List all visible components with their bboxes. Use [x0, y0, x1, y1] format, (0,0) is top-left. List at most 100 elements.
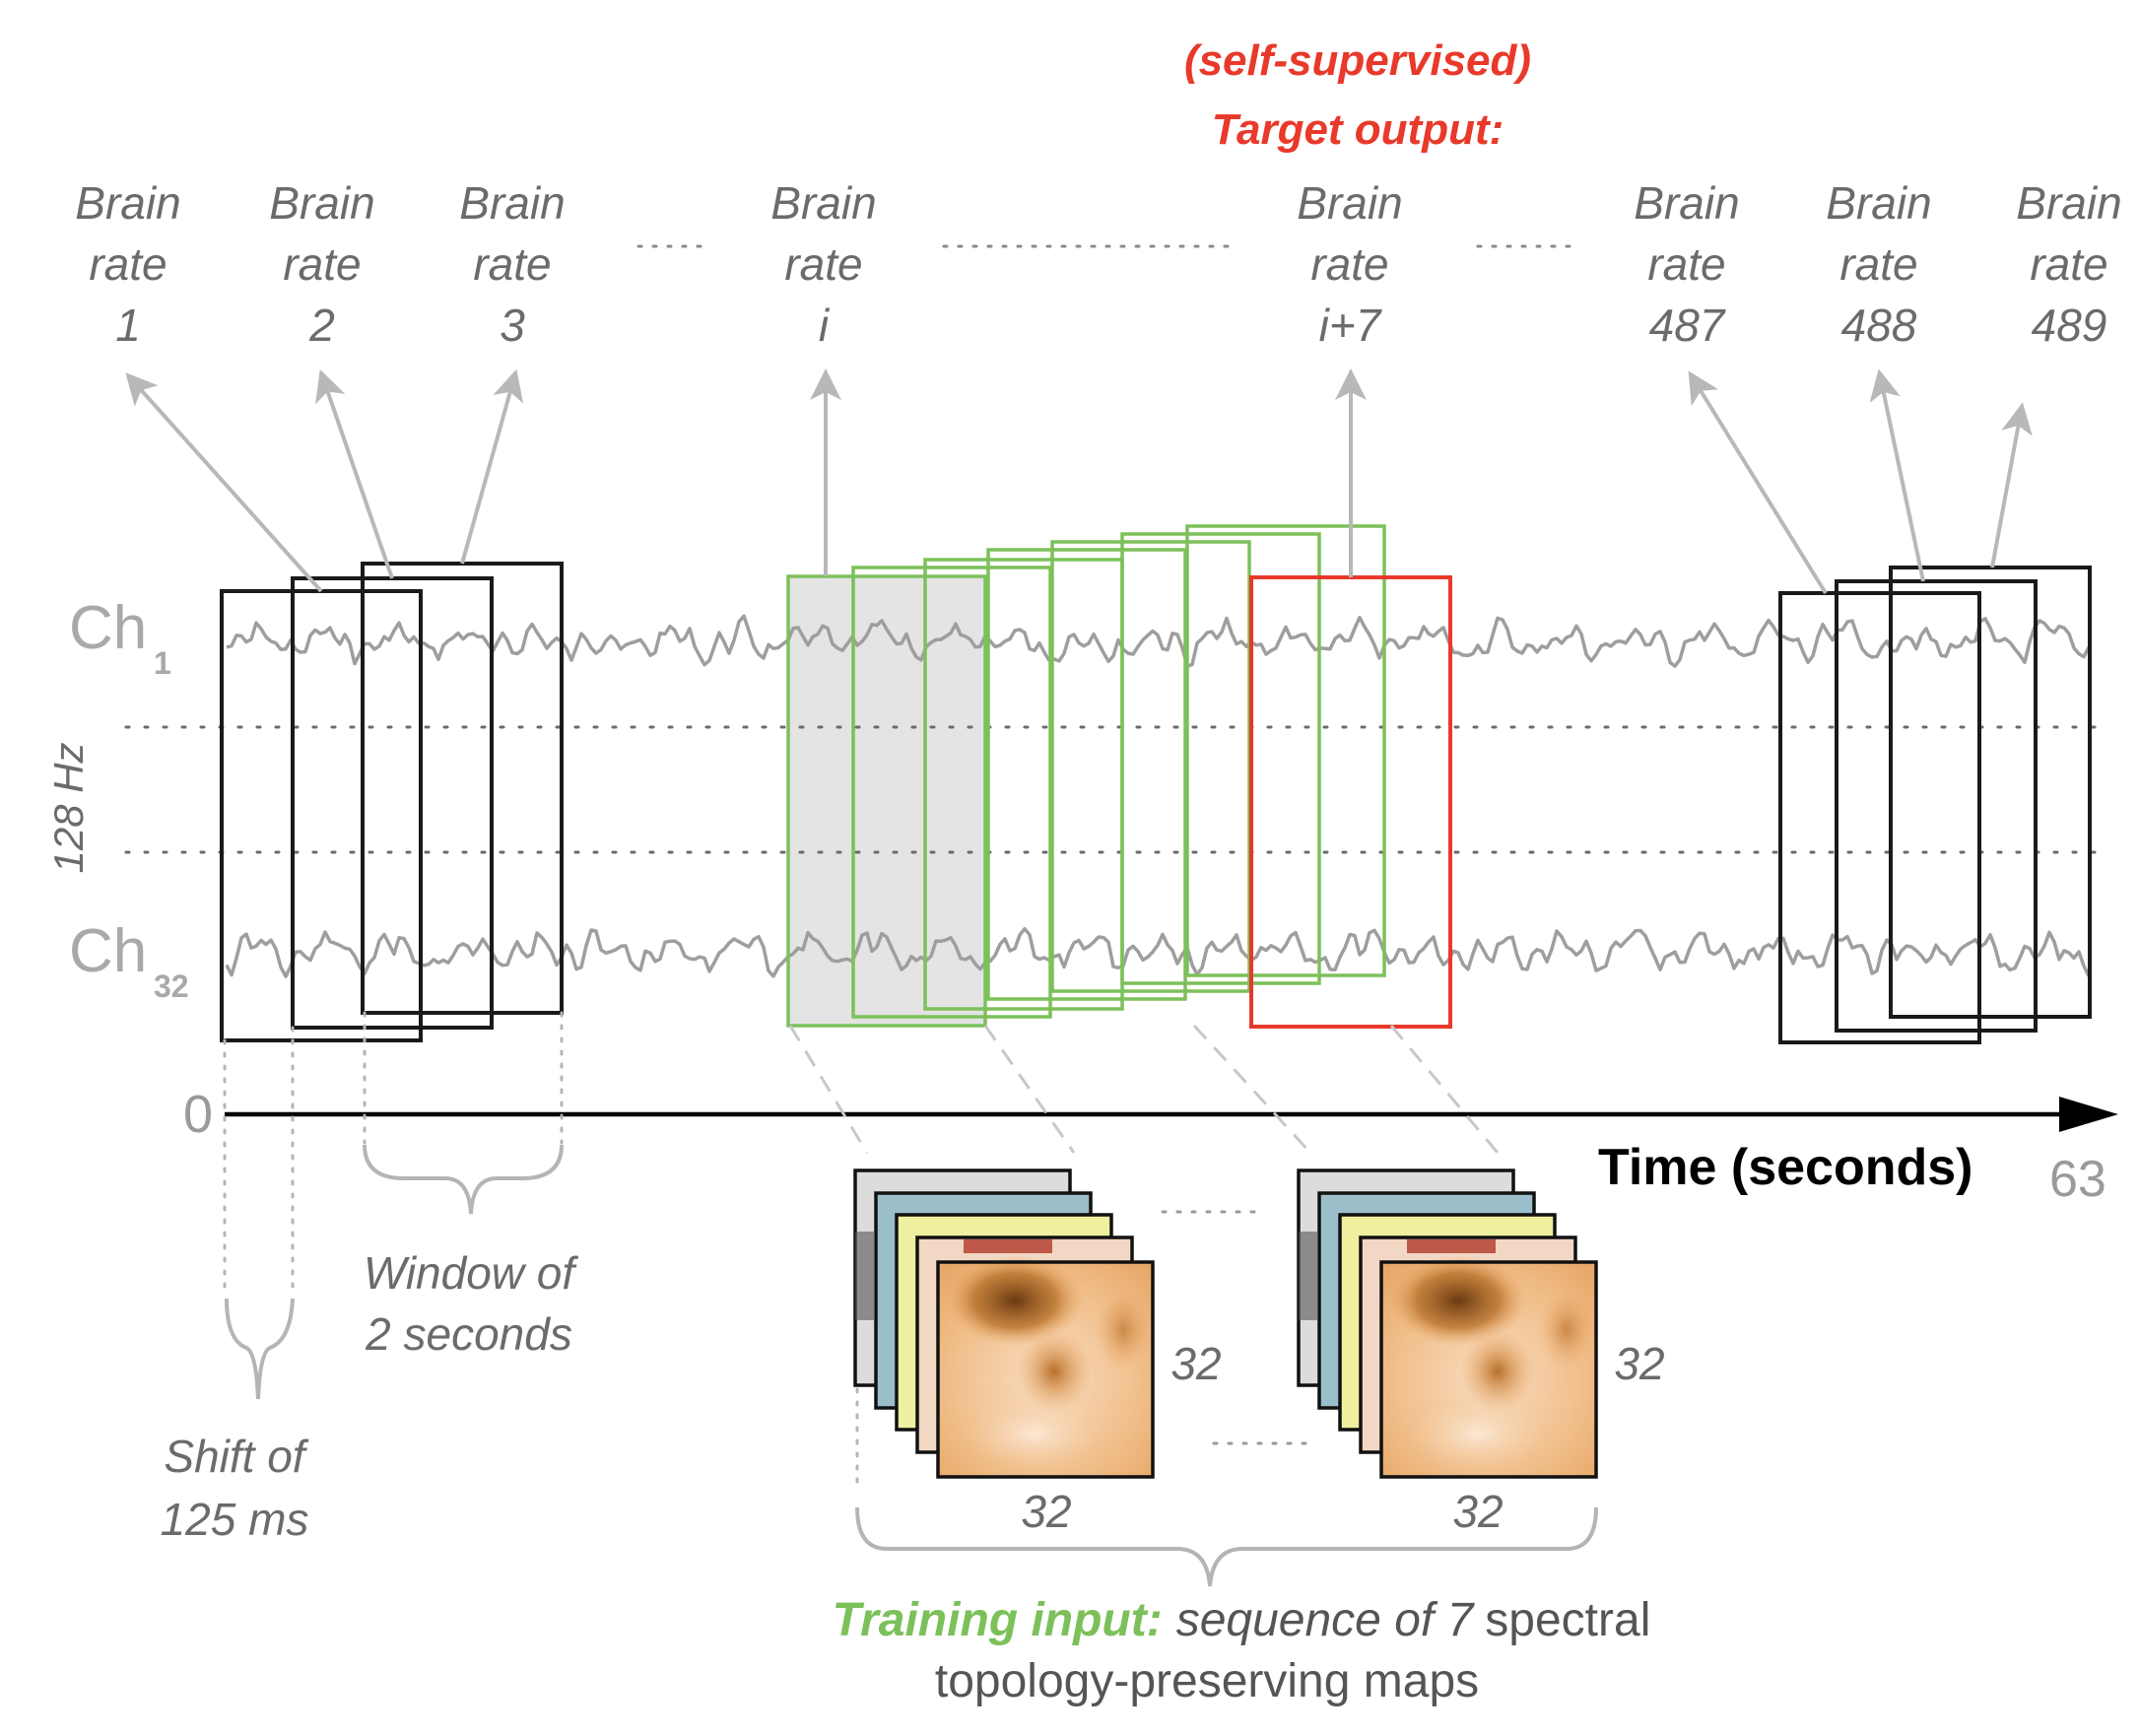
shift-brace — [225, 1298, 295, 1400]
sampling-rate-label: 128 Hz — [45, 742, 92, 873]
eeg-trace-ch1 — [226, 614, 2091, 668]
window-487 — [1778, 591, 1981, 1044]
brain-word: Brain — [459, 177, 565, 229]
target-window — [1249, 575, 1452, 1029]
map-front-1 — [936, 1255, 1155, 1479]
projection-line-4 — [1389, 1025, 1500, 1154]
rate-word: rate — [1839, 238, 1917, 290]
map-blob-dark — [1389, 1255, 1527, 1346]
window-length-line2: 2 seconds — [365, 1308, 572, 1360]
brain-word: Brain — [75, 177, 180, 229]
window-488 — [1835, 579, 2038, 1033]
time-axis-start: 0 — [183, 1085, 213, 1144]
map-front-border — [1379, 1260, 1598, 1479]
brain-word: Brain — [269, 177, 374, 229]
channel-label-bottom: Ch 32 — [69, 917, 189, 1004]
brain-rate-label-i-plus-7: Brain rate i+7 — [1297, 177, 1402, 351]
input-window-6 — [1120, 532, 1321, 985]
rate-word: rate — [473, 238, 551, 290]
arrow-brain-rate-489 — [1990, 402, 2033, 568]
projection-lines — [788, 1024, 1500, 1155]
brain-word: Brain — [1297, 177, 1402, 229]
map-layer-4-red-edge — [964, 1239, 1052, 1253]
shift-line1: Shift of — [164, 1431, 308, 1482]
channel-separators — [124, 725, 2106, 854]
window-2 — [291, 576, 494, 1030]
window-length-brace — [363, 1144, 564, 1215]
rate-index: 487 — [1649, 300, 1726, 351]
rate-index: 489 — [2032, 300, 2107, 351]
input-window-4 — [986, 548, 1187, 1001]
channel-top-base: Ch — [69, 594, 147, 662]
eeg-signals — [225, 614, 2091, 978]
map-stack-2: 32 32 — [1297, 1168, 1665, 1537]
rate-word: rate — [283, 238, 361, 290]
map-front-2 — [1379, 1255, 1598, 1479]
projection-line-2 — [983, 1025, 1076, 1154]
channel-bottom-base: Ch — [69, 917, 147, 985]
projection-line-3 — [1192, 1024, 1312, 1155]
map-stack-1: 32 32 — [853, 1168, 1222, 1537]
brain-rate-label-3: Brain rate 3 — [459, 177, 565, 351]
rate-index: i+7 — [1319, 300, 1382, 351]
map-blob-right — [1539, 1291, 1594, 1369]
brain-rate-label-i: Brain rate i — [770, 177, 876, 351]
map-width-label-2: 32 — [1452, 1486, 1503, 1537]
map-blob-dark — [946, 1255, 1084, 1346]
rate-word: rate — [89, 238, 167, 290]
rate-word: rate — [784, 238, 862, 290]
caption-highlight: Training input: — [833, 1594, 1163, 1646]
target-line1: (self-supervised) — [1184, 36, 1531, 85]
map-blob-mid — [1017, 1330, 1092, 1413]
window-489 — [1889, 566, 2092, 1019]
rate-word: rate — [1647, 238, 1725, 290]
brain-rate-labels: Brain rate 1 Brain rate 2 Brain rate 3 B… — [75, 177, 2121, 351]
arrow-brain-rate-3 — [460, 368, 524, 565]
channel-label-top: Ch 1 — [69, 594, 171, 681]
first-input-window-highlight — [788, 576, 985, 1026]
arrow-brain-rate-2 — [315, 368, 394, 579]
arrow-brain-rate-1 — [125, 372, 323, 593]
channel-bottom-sub: 32 — [154, 968, 189, 1004]
map-layer-1-dark-edge — [1299, 1232, 1318, 1320]
map-blob-light — [966, 1396, 1103, 1471]
rate-index: i — [819, 300, 831, 351]
time-axis-label: Time (seconds) — [1598, 1139, 1972, 1196]
shift-line2: 125 ms — [161, 1494, 309, 1545]
input-window-1 — [786, 574, 987, 1028]
training-input-windows — [786, 524, 1386, 1028]
brain-rate-label-489: Brain rate 489 — [2016, 177, 2121, 351]
channel-top-sub: 1 — [154, 645, 171, 681]
map-height-label-2: 32 — [1614, 1338, 1664, 1389]
sliding-windows-end — [1778, 566, 2092, 1044]
brain-rate-label-488: Brain rate 488 — [1826, 177, 1931, 351]
map-layer-4-red-edge — [1407, 1239, 1496, 1253]
window-drop-lines — [223, 1011, 564, 1298]
brain-rate-label-1: Brain rate 1 — [75, 177, 180, 351]
map-height-label-1: 32 — [1170, 1338, 1221, 1389]
rate-index: 2 — [308, 300, 335, 351]
time-axis-end: 63 — [2049, 1151, 2106, 1208]
brain-rate-arrows — [125, 368, 2033, 595]
window-length-line1: Window of — [364, 1247, 579, 1299]
rate-index: 488 — [1841, 300, 1917, 351]
caption-italic: sequence of 7 — [1176, 1594, 1476, 1646]
caption-plain: spectral — [1485, 1594, 1650, 1646]
map-width-label-1: 32 — [1021, 1486, 1071, 1537]
rate-index: 1 — [115, 300, 141, 351]
time-axis: 0 Time (seconds) 63 — [183, 1085, 2118, 1208]
brain-word: Brain — [2016, 177, 2121, 229]
map-blob-right — [1096, 1291, 1151, 1369]
input-window-2 — [851, 566, 1052, 1019]
map-front-border — [936, 1260, 1155, 1479]
map-layer-1-dark-edge — [855, 1232, 875, 1320]
brain-word: Brain — [770, 177, 876, 229]
brain-word: Brain — [1826, 177, 1931, 229]
arrow-brain-rate-488 — [1869, 368, 1925, 582]
map-blob-light — [1409, 1396, 1547, 1471]
brain-rate-label-2: Brain rate 2 — [269, 177, 374, 351]
